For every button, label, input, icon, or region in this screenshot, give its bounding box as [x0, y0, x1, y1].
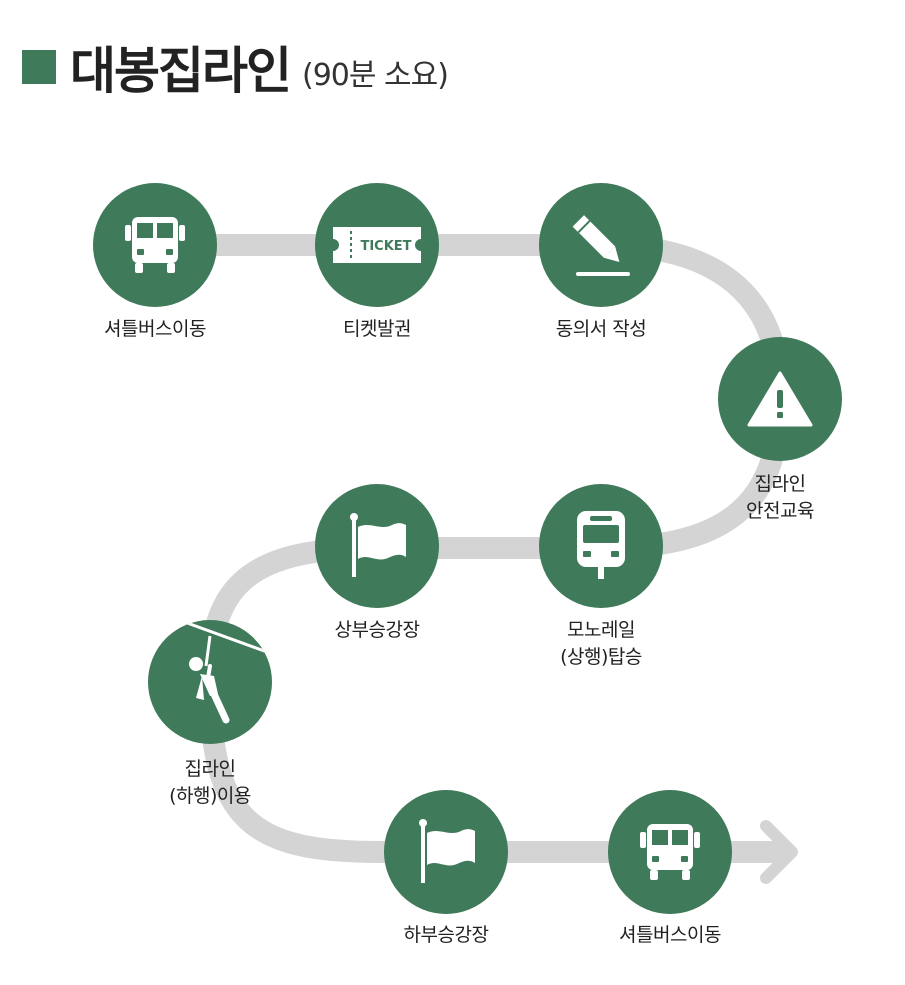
step-label: 모노레일 (상행)탑승 [560, 619, 642, 668]
step-label: 집라인 안전교육 [746, 473, 814, 522]
flag-icon [419, 819, 475, 883]
step-label: 집라인 (하행)이용 [169, 758, 251, 807]
step-safety-training [718, 337, 842, 461]
ticket-icon: TICKET [333, 227, 421, 263]
step-label: 하부승강장 [403, 924, 489, 946]
zipline-icon [174, 620, 272, 724]
ticket-text: TICKET [360, 239, 411, 254]
step-lower-station [384, 790, 508, 914]
step-shuttle-bus-2 [608, 790, 732, 914]
title-square-icon [22, 50, 56, 84]
warning-icon [747, 371, 813, 427]
step-consent-form [539, 183, 663, 307]
step-label: 셔틀버스이동 [104, 318, 206, 340]
route-arrow-icon [760, 820, 798, 884]
step-shuttle-bus-1 [93, 183, 217, 307]
step-label: 셔틀버스이동 [619, 924, 721, 946]
bus-icon [640, 824, 700, 880]
pencil-icon [572, 215, 630, 276]
bus-icon [125, 217, 185, 273]
duration-subtitle: (90분 소요) [302, 58, 449, 93]
step-ticket: TICKET [315, 183, 439, 307]
step-label: 동의서 작성 [555, 318, 647, 340]
flag-icon [350, 513, 406, 577]
step-label: 상부승강장 [334, 619, 420, 641]
monorail-icon [577, 511, 625, 579]
step-zipline-ride [148, 620, 272, 744]
page-title: 대봉집라인 [70, 42, 292, 100]
step-upper-station [315, 484, 439, 608]
step-label: 티켓발권 [343, 318, 411, 340]
header: 대봉집라인 (90분 소요) [22, 36, 449, 100]
step-monorail [539, 484, 663, 608]
